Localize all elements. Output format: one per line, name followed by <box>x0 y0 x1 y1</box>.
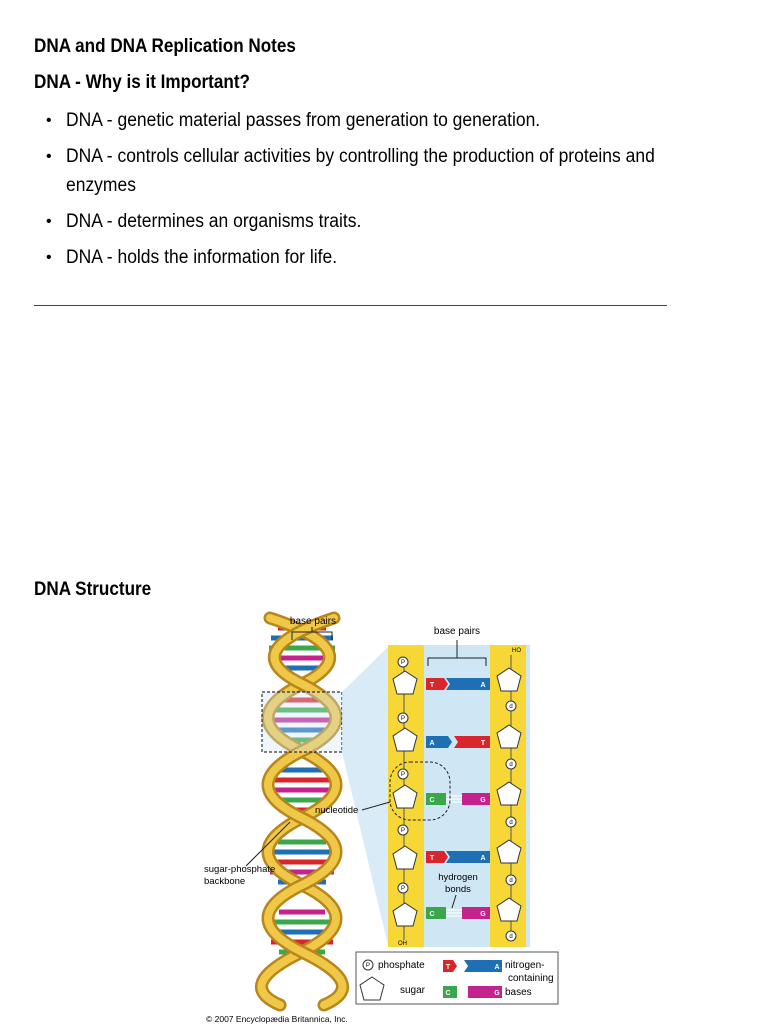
legend-letters: T A C G <box>445 964 500 997</box>
base-letter: T <box>430 682 435 689</box>
phosphate-label: P <box>401 716 405 722</box>
base-letter: A <box>480 682 485 689</box>
zoom-region-box <box>261 691 343 753</box>
legend-base-a-icon <box>464 960 502 972</box>
label-backbone-1: sugar-phosphate <box>204 864 275 875</box>
deoxy-label: d <box>509 762 512 768</box>
horizontal-rule <box>34 305 667 306</box>
legend: P phosphate sugar T A C G nitrogen- cont… <box>355 951 559 1005</box>
base-letter: T <box>446 964 451 971</box>
list-item: •DNA - determines an organisms traits. <box>34 207 734 236</box>
list-item: •DNA - controls cellular activities by c… <box>34 142 734 200</box>
deoxy-label: d <box>509 934 512 940</box>
pointer-hydrogen <box>451 894 457 909</box>
legend-nitrogen-1: nitrogen- <box>505 960 544 971</box>
label-hydrogen-1: hydrogen <box>438 872 478 883</box>
base-letter: C <box>445 990 450 997</box>
base-letter: T <box>430 855 435 862</box>
base-letters: T A A T C G T A C G <box>429 682 486 918</box>
pointer-backbone <box>245 821 291 867</box>
right-nucleotides <box>496 667 522 942</box>
base-letter: G <box>480 911 486 918</box>
section-heading-importance: DNA - Why is it Important? <box>34 72 250 93</box>
list-item: •DNA - holds the information for life. <box>34 243 734 272</box>
label-base-pairs-right: base pairs <box>434 626 480 637</box>
bullet-icon: • <box>46 213 52 230</box>
bracket-base-pairs-left <box>291 627 333 640</box>
deoxy-label: d <box>509 820 512 826</box>
left-nucleotides <box>392 656 418 927</box>
section-heading-structure: DNA Structure <box>34 579 152 600</box>
phosphate-label: P <box>401 772 405 778</box>
base-letter: A <box>480 855 485 862</box>
legend-base-t-icon <box>443 960 457 972</box>
deoxy-label: d <box>509 704 512 710</box>
label-backbone-2: backbone <box>204 876 245 887</box>
base-letter: C <box>429 797 434 804</box>
legend-phosphate-label: phosphate <box>378 960 425 971</box>
base-letter: G <box>480 797 486 804</box>
label-base-pairs-left: base pairs <box>290 616 336 627</box>
left-phosphate-labels: P P P P P <box>401 660 405 892</box>
label-oh: OH <box>398 941 407 947</box>
bracket-base-pairs-right <box>427 640 487 666</box>
bullet-icon: • <box>46 148 52 165</box>
base-letter: C <box>429 911 434 918</box>
detail-base-pairs <box>426 678 490 919</box>
legend-sugar-icon <box>359 976 385 1001</box>
deoxy-label: d <box>509 878 512 884</box>
hydrogen-bond-lines <box>446 795 462 917</box>
label-ho: HO <box>512 648 521 654</box>
legend-sugar-label: sugar <box>400 985 426 996</box>
document-title: DNA and DNA Replication Notes <box>34 36 296 57</box>
base-letter: A <box>494 964 499 971</box>
legend-bond-lines <box>457 988 468 996</box>
right-deoxy-labels: d d d d d <box>509 704 512 940</box>
zoom-connector <box>342 647 388 945</box>
legend-base-c-icon <box>443 986 457 998</box>
nucleotide-outline <box>389 761 451 821</box>
bullet-icon: • <box>46 249 52 266</box>
legend-nitrogen-2: containing <box>508 973 554 984</box>
phosphate-label: P <box>401 886 405 892</box>
legend-nitrogen-3: bases <box>505 987 532 998</box>
phosphate-label: P <box>401 660 405 666</box>
base-letter: T <box>481 740 486 747</box>
label-hydrogen-2: bonds <box>445 884 471 895</box>
bullet-icon: • <box>46 112 52 129</box>
helix-backbone <box>255 611 349 1012</box>
importance-list: •DNA - genetic material passes from gene… <box>34 106 734 279</box>
base-letter: G <box>494 990 500 997</box>
label-nucleotide: nucleotide <box>315 805 358 816</box>
legend-phosphate-letter: P <box>366 963 370 969</box>
list-item: •DNA - genetic material passes from gene… <box>34 106 734 135</box>
base-letter: A <box>429 740 434 747</box>
legend-phosphate-icon <box>362 959 374 971</box>
copyright-text: © 2007 Encyclopædia Britannica, Inc. <box>206 1014 348 1024</box>
phosphate-label: P <box>401 828 405 834</box>
legend-base-g-icon <box>468 986 502 998</box>
pointer-nucleotide <box>361 801 391 811</box>
